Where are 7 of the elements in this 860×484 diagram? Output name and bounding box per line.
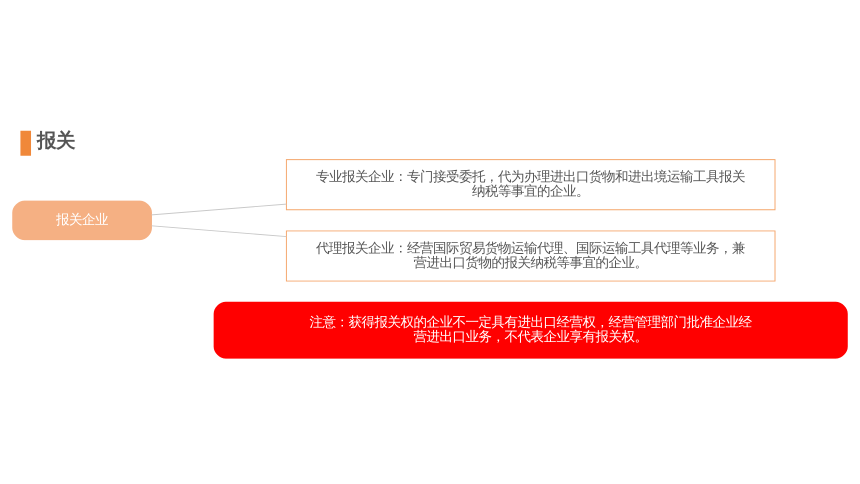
node-box: 专业报关企业：专门接受委托，代为办理进出口货物和进出境运输工具报关纳税等事宜的企业。 [286,158,776,210]
connector [151,224,287,237]
connector [151,203,287,215]
node-box: 代理报关企业：经营国际贸易货物运输代理、国际运输工具代理等业务，兼营进出口货物的报关纳税等事宜的企业。 [286,230,776,282]
diagram-title: 报关 [36,128,75,152]
node-box: 注意：获得报关权的企业不一定具有进出口经营权，经营管理部门批准企业经营进出口业务，不代表企业享有报关权。 [214,301,848,358]
node-box: 报关企业 [12,200,152,240]
